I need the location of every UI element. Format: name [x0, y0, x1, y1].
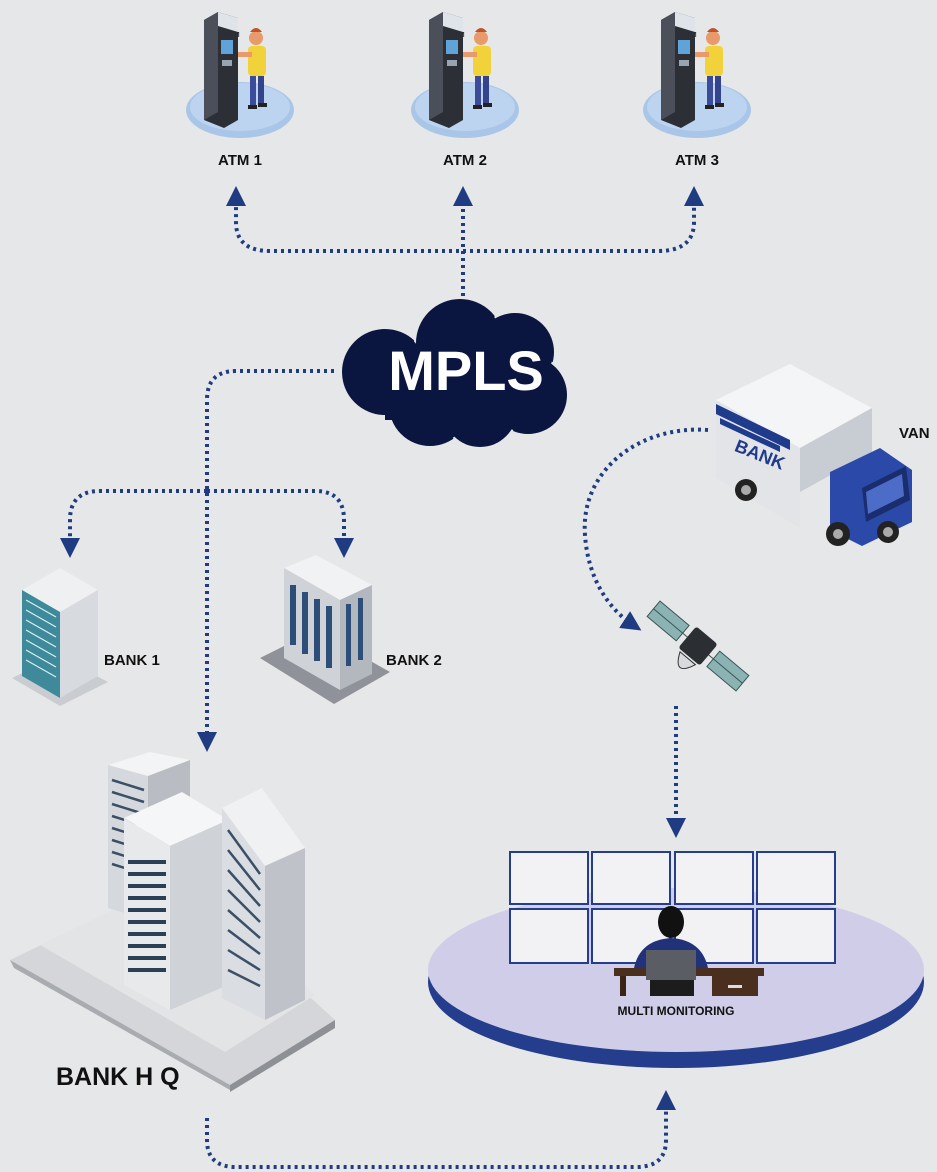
van-label: VAN — [899, 425, 930, 442]
atm-1 — [186, 12, 294, 138]
link-bank2 — [207, 489, 354, 558]
link-van-satellite — [582, 427, 709, 631]
link-cloud-atm1 — [226, 186, 465, 296]
mpls-label: MPLS — [388, 339, 544, 402]
atm-1-label: ATM 1 — [218, 152, 262, 169]
monitoring-station — [428, 851, 924, 1068]
link-cloud-atm3 — [463, 186, 704, 253]
bank-2-label: BANK 2 — [386, 652, 442, 669]
atm-sign-2: ATM — [450, 32, 465, 39]
bank-1-label: BANK 1 — [104, 652, 160, 669]
atm-3-label: ATM 3 — [675, 152, 719, 169]
bank-2-building — [260, 555, 390, 704]
satellite-icon — [646, 600, 750, 692]
connector-lines — [60, 186, 709, 1169]
link-bank1 — [60, 489, 207, 558]
atm-2 — [411, 12, 519, 138]
bank-hq-building — [10, 752, 335, 1092]
atm-2-label: ATM 2 — [443, 152, 487, 169]
atm-sign-labels: ATM ATM ATM — [225, 32, 697, 39]
mpls-cloud: MPLS — [340, 297, 569, 449]
atm-sign-3: ATM — [682, 32, 697, 39]
bank-1-building — [12, 568, 108, 706]
video-wall — [509, 851, 836, 964]
multi-monitoring-label: MULTI MONITORING — [617, 1004, 735, 1018]
link-hq-monitoring — [205, 1090, 676, 1169]
bank-van: BANK — [716, 364, 912, 546]
atm-3 — [643, 12, 751, 138]
atm-sign-1: ATM — [225, 32, 240, 39]
link-cloud-hq — [197, 369, 334, 752]
bank-hq-label: BANK H Q — [56, 1063, 180, 1091]
operator-figure — [634, 906, 708, 996]
